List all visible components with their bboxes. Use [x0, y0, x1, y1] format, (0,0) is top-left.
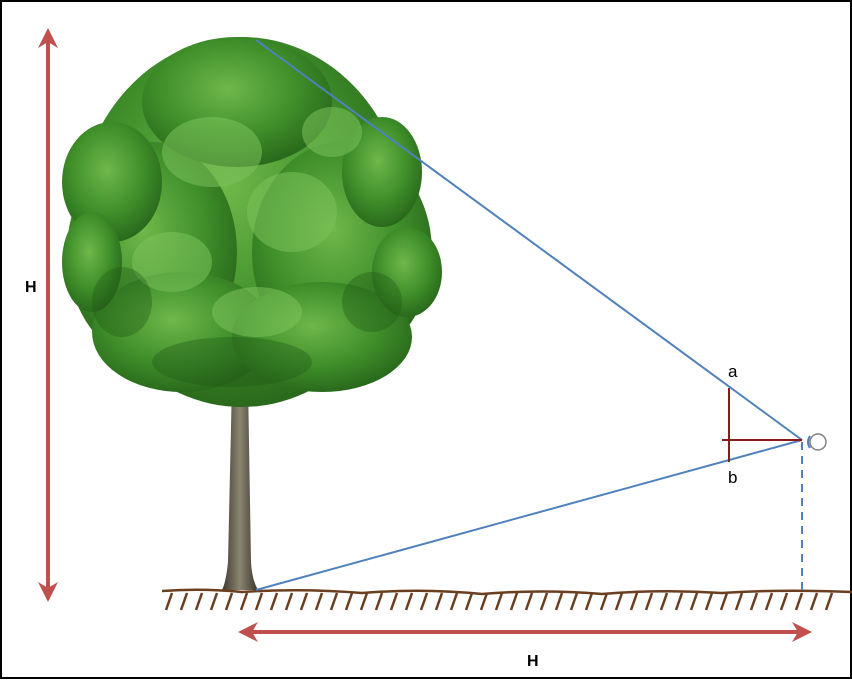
- ground-hatch-mark: [689, 592, 699, 611]
- ground-hatch-mark: [809, 592, 819, 611]
- distance-arrow: [238, 622, 812, 642]
- ground-hatch-mark: [524, 592, 534, 611]
- height-arrow: [38, 28, 58, 602]
- sight-lines: [255, 39, 803, 592]
- ground-hatch-mark: [584, 592, 594, 611]
- ground-hatch-mark: [359, 592, 369, 611]
- ground-hatch-mark: [254, 592, 264, 611]
- distance-label: H: [527, 653, 539, 670]
- ground-hatch-mark: [464, 592, 474, 611]
- ground-hatch-mark: [449, 592, 459, 611]
- ground-hatch-mark: [419, 592, 429, 611]
- ground-hatch-mark: [299, 592, 309, 611]
- ground-hatch-mark: [674, 592, 684, 611]
- tree-foliage-highlights: [132, 107, 362, 337]
- tree-foliage: [62, 37, 442, 407]
- ground-hatch-mark: [194, 592, 204, 611]
- ground-hatch-mark: [224, 592, 234, 611]
- tree-foliage-shadows: [92, 267, 402, 387]
- ground-hatch-mark: [509, 592, 519, 611]
- ground-hatch-mark: [629, 592, 639, 611]
- ground-hatch-mark: [344, 592, 354, 611]
- tree: [62, 37, 442, 590]
- ground-hatch-mark: [614, 592, 624, 611]
- stick-bottom-label: b: [728, 468, 738, 487]
- sight-line-bottom: [255, 439, 803, 591]
- ground-hatch-mark: [374, 592, 384, 611]
- ground-hatch-mark: [479, 592, 489, 611]
- ground-hatch-mark: [644, 592, 654, 611]
- ground-hatch-mark: [569, 592, 579, 611]
- ground-hatch-mark: [314, 592, 324, 611]
- ground-hatching: [164, 592, 834, 611]
- ground-line: [161, 588, 852, 596]
- ground-hatch-mark: [719, 592, 729, 611]
- ground-hatch-mark: [704, 592, 714, 611]
- ground-hatch-mark: [284, 592, 294, 611]
- ground-hatch-mark: [749, 592, 759, 611]
- ground-hatch-mark: [554, 592, 564, 611]
- ground-hatch-mark: [179, 592, 189, 611]
- ground-hatch-mark: [824, 592, 834, 611]
- ground-hatch-mark: [779, 592, 789, 611]
- ground-hatch-mark: [494, 592, 504, 611]
- ground-hatch-mark: [329, 592, 339, 611]
- ground-hatch-mark: [269, 592, 279, 611]
- ground-hatch-mark: [404, 592, 414, 611]
- measuring-stick: [722, 388, 802, 462]
- ground-hatch-mark: [734, 592, 744, 611]
- ground-hatch-mark: [239, 592, 249, 611]
- ground-hatch-mark: [434, 592, 444, 611]
- ground-hatch-mark: [599, 592, 609, 611]
- ground-hatch-mark: [659, 592, 669, 611]
- ground: [161, 588, 852, 611]
- ground-hatch-mark: [764, 592, 774, 611]
- stick-top-label: a: [728, 362, 738, 381]
- eye-icon: [807, 433, 827, 451]
- sight-line-top: [255, 39, 803, 441]
- ground-hatch-mark: [794, 592, 804, 611]
- ground-hatch-mark: [539, 592, 549, 611]
- tree-trunk: [222, 382, 258, 590]
- height-label: H: [25, 279, 37, 296]
- ground-hatch-mark: [389, 592, 399, 611]
- ground-hatch-mark: [164, 592, 174, 611]
- ground-hatch-mark: [209, 592, 219, 611]
